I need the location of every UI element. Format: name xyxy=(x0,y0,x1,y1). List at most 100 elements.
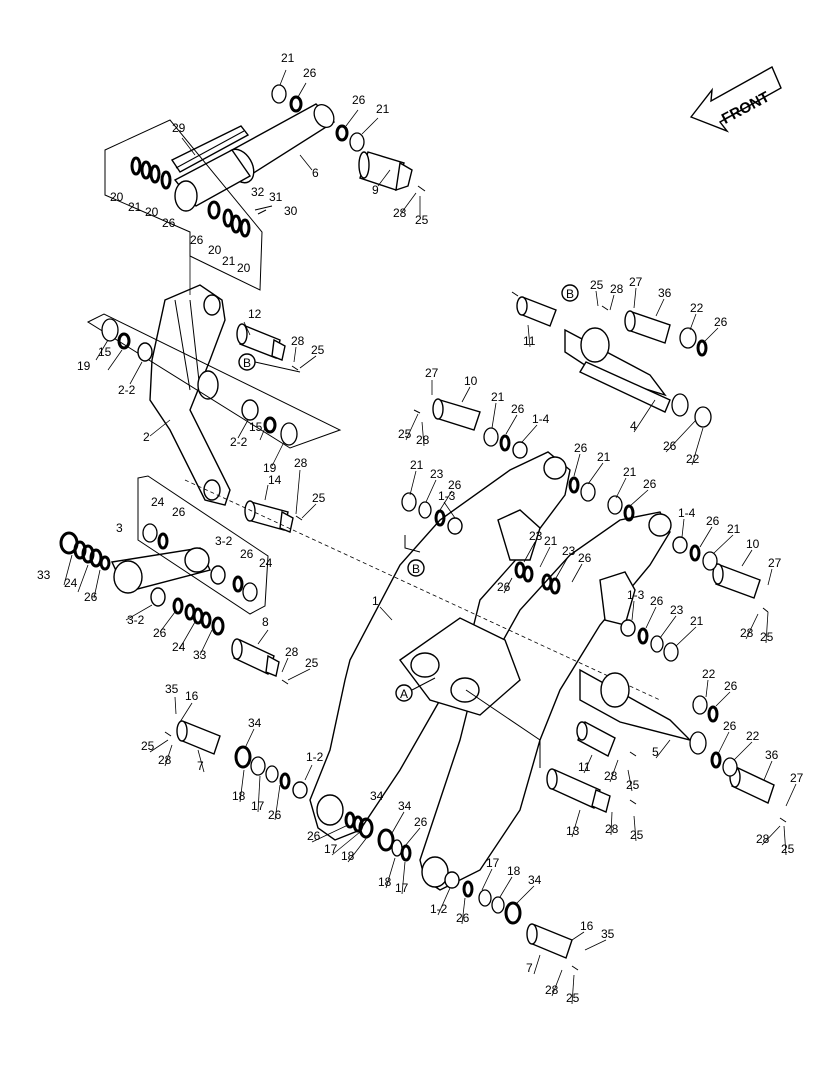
callout-106: 26 xyxy=(578,551,592,565)
leader-line-27 xyxy=(179,621,196,649)
callout-55: 18 xyxy=(232,789,246,803)
leader-line-103 xyxy=(717,731,730,755)
callout-19: 20 xyxy=(237,261,251,275)
callout-35: 3 xyxy=(116,521,123,535)
pin-11-bottom xyxy=(576,721,616,757)
callout-34: 26 xyxy=(172,505,186,519)
leader-line-29 xyxy=(257,629,269,645)
callout-53: 28 xyxy=(158,753,172,767)
leader-line-90 xyxy=(681,518,685,538)
callout-107: 26 xyxy=(497,580,511,594)
callout-103: 23 xyxy=(529,529,543,543)
callout-0: 21 xyxy=(281,51,295,65)
callout-2: 26 xyxy=(352,93,366,107)
callout-115: 1-3 xyxy=(627,588,645,602)
leader-line-79 xyxy=(703,327,719,343)
callout-13: 32 xyxy=(251,185,265,199)
callout-42: 3-2 xyxy=(127,613,145,627)
leader-line-41 xyxy=(274,784,281,821)
leader-line-13 xyxy=(237,419,249,439)
leader-line-17 xyxy=(293,346,297,363)
leader-line-32 xyxy=(174,696,177,715)
callout-114: 25 xyxy=(760,630,774,644)
leader-line-18 xyxy=(299,355,317,369)
leader-line-39 xyxy=(239,769,245,803)
callout-100: 26 xyxy=(663,439,677,453)
callout-92: 25 xyxy=(590,278,604,292)
leader-line-75 xyxy=(609,294,615,311)
callout-58: 1-2 xyxy=(306,750,324,764)
leader-line-9 xyxy=(95,339,109,361)
callout-122: 22 xyxy=(746,729,760,743)
leader-line-101 xyxy=(705,679,709,698)
callout-102: 1 xyxy=(372,594,379,608)
callout-132: 28 xyxy=(756,832,770,846)
leader-line-64 xyxy=(405,413,419,441)
callout-33: 24 xyxy=(151,495,165,509)
leader-line-81 xyxy=(633,399,656,433)
leader-line-36 xyxy=(164,744,173,767)
callout-119: 22 xyxy=(702,667,716,681)
callout-40: 24 xyxy=(64,576,78,590)
callout-131: 25 xyxy=(630,828,644,842)
leader-line-94 xyxy=(767,568,773,586)
leader-line-54 xyxy=(571,931,585,941)
leader-line-72 xyxy=(615,477,627,499)
leader-line-104 xyxy=(733,741,753,761)
callout-94: 27 xyxy=(629,275,643,289)
leader-line-84 xyxy=(379,606,393,621)
callout-93: 28 xyxy=(610,282,624,296)
leader-lines xyxy=(63,69,797,1005)
callout-87: 1-3 xyxy=(438,489,456,503)
leader-line-16 xyxy=(243,321,251,336)
leader-line-110 xyxy=(655,739,671,759)
leader-line-12 xyxy=(149,419,171,437)
leader-line-35 xyxy=(149,739,169,753)
svg-text:A: A xyxy=(400,687,408,701)
callout-6: 9 xyxy=(372,183,379,197)
leader-line-78 xyxy=(689,313,697,331)
leader-line-69 xyxy=(443,501,456,519)
callout-111: 10 xyxy=(746,537,760,551)
leader-line-25 xyxy=(125,604,153,621)
link-2 xyxy=(149,284,231,506)
callout-124: 27 xyxy=(790,771,804,785)
callout-36: 3-2 xyxy=(215,534,233,548)
leader-line-22 xyxy=(63,554,73,586)
leader-line-15 xyxy=(271,441,285,467)
callout-23: 19 xyxy=(77,359,91,373)
callout-52: 25 xyxy=(141,739,155,753)
leader-line-102 xyxy=(715,691,731,707)
svg-text:B: B xyxy=(566,287,574,301)
leader-line-3 xyxy=(361,117,379,135)
leader-line-92 xyxy=(713,534,734,554)
leader-line-45 xyxy=(391,811,405,834)
leader-line-68 xyxy=(439,490,453,511)
leader-line-82 xyxy=(665,419,697,453)
leader-line-28 xyxy=(199,629,213,656)
callout-121: 26 xyxy=(723,719,737,733)
callout-10: 21 xyxy=(128,200,142,214)
leader-line-44 xyxy=(347,835,369,863)
leader-line-51 xyxy=(514,885,535,906)
callout-126: 28 xyxy=(604,769,618,783)
marker-b-1: B xyxy=(238,353,256,371)
callout-37: 26 xyxy=(240,547,254,561)
callout-104: 21 xyxy=(544,534,558,548)
leader-line-105 xyxy=(763,760,773,781)
leader-line-24 xyxy=(93,569,101,599)
callout-127: 25 xyxy=(626,778,640,792)
leader-line-77 xyxy=(655,298,665,317)
leader-line-31 xyxy=(287,668,311,681)
callout-101: 22 xyxy=(686,452,700,466)
callout-5: 6 xyxy=(312,166,319,180)
leader-line-42 xyxy=(311,824,349,843)
pin-7-bottom xyxy=(526,923,573,959)
callout-77: 27 xyxy=(425,366,439,380)
callout-32: 25 xyxy=(312,491,326,505)
leader-line-83 xyxy=(691,427,704,466)
bracket-3 xyxy=(110,547,211,594)
callout-18: 21 xyxy=(222,254,236,268)
callout-21: 28 xyxy=(291,334,305,348)
